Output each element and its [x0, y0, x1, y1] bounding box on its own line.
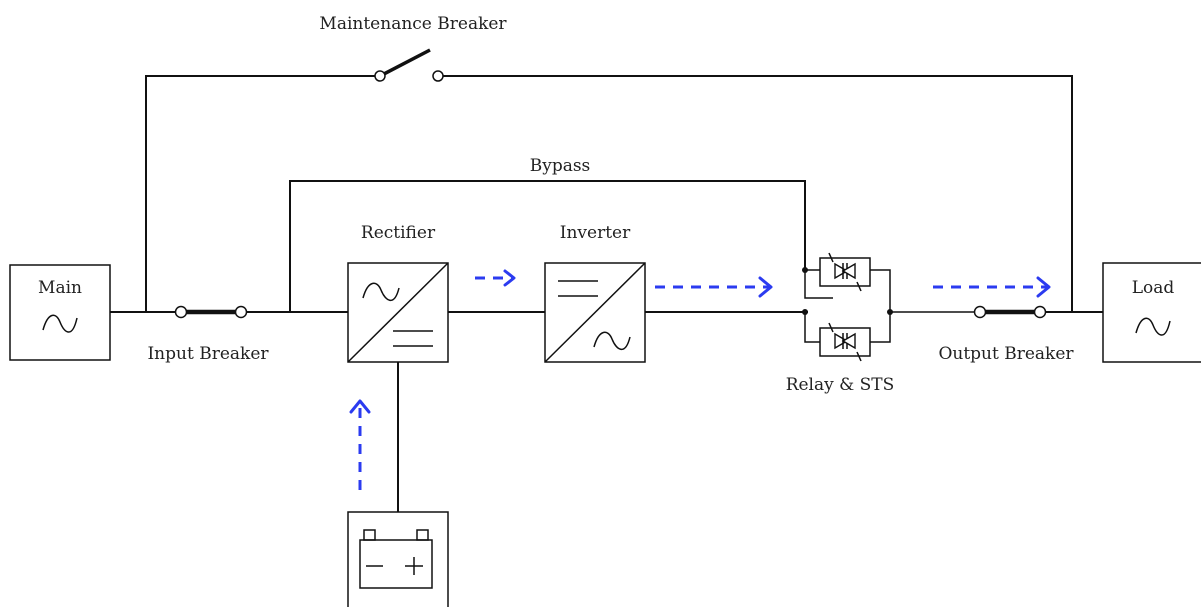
ac-sine-icon [362, 282, 400, 301]
main-source: Main [9, 264, 111, 361]
flow-arrow-battery-to-rectifier [349, 399, 371, 490]
flow-arrow-sts-to-load [933, 276, 1051, 298]
output-breaker: Output Breaker [938, 305, 1074, 364]
load-box [1102, 262, 1201, 363]
breaker-switch-icon [174, 305, 248, 319]
output-breaker-label: Output Breaker [938, 344, 1074, 364]
load-label: Load [1132, 278, 1175, 298]
relay-sts: Relay & STS [786, 252, 895, 395]
main-box [9, 264, 111, 361]
flow-arrow-inverter-to-sts [655, 276, 773, 298]
thyristor-icon [819, 322, 871, 362]
bypass-label: Bypass [530, 156, 591, 176]
breaker-switch-icon [973, 305, 1047, 319]
power-flow-arrows [349, 269, 1051, 490]
maintenance-switch-icon [374, 48, 444, 82]
dc-bars-icon [558, 280, 598, 297]
ac-sine-icon [593, 331, 631, 350]
battery [347, 511, 449, 607]
input-breaker: Input Breaker [147, 305, 269, 364]
relay-sts-label: Relay & STS [786, 375, 895, 395]
ac-sine-icon [1135, 317, 1171, 336]
rectifier-label: Rectifier [361, 223, 436, 243]
inverter: Inverter [544, 223, 646, 363]
inverter-label: Inverter [560, 223, 631, 243]
ac-sine-icon [42, 314, 78, 333]
flow-arrow-rectifier-to-inverter [475, 269, 516, 287]
dc-bars-icon [393, 330, 433, 347]
load: Load [1102, 262, 1201, 363]
main-label: Main [38, 278, 82, 298]
maintenance-breaker-label: Maintenance Breaker [319, 14, 507, 34]
battery-box [347, 511, 449, 607]
rectifier: Rectifier [347, 223, 449, 363]
input-breaker-label: Input Breaker [147, 344, 269, 364]
maintenance-breaker: Maintenance Breaker [319, 14, 507, 82]
wiring [110, 75, 1103, 512]
battery-icon [359, 529, 433, 589]
thyristor-icon [819, 252, 871, 292]
